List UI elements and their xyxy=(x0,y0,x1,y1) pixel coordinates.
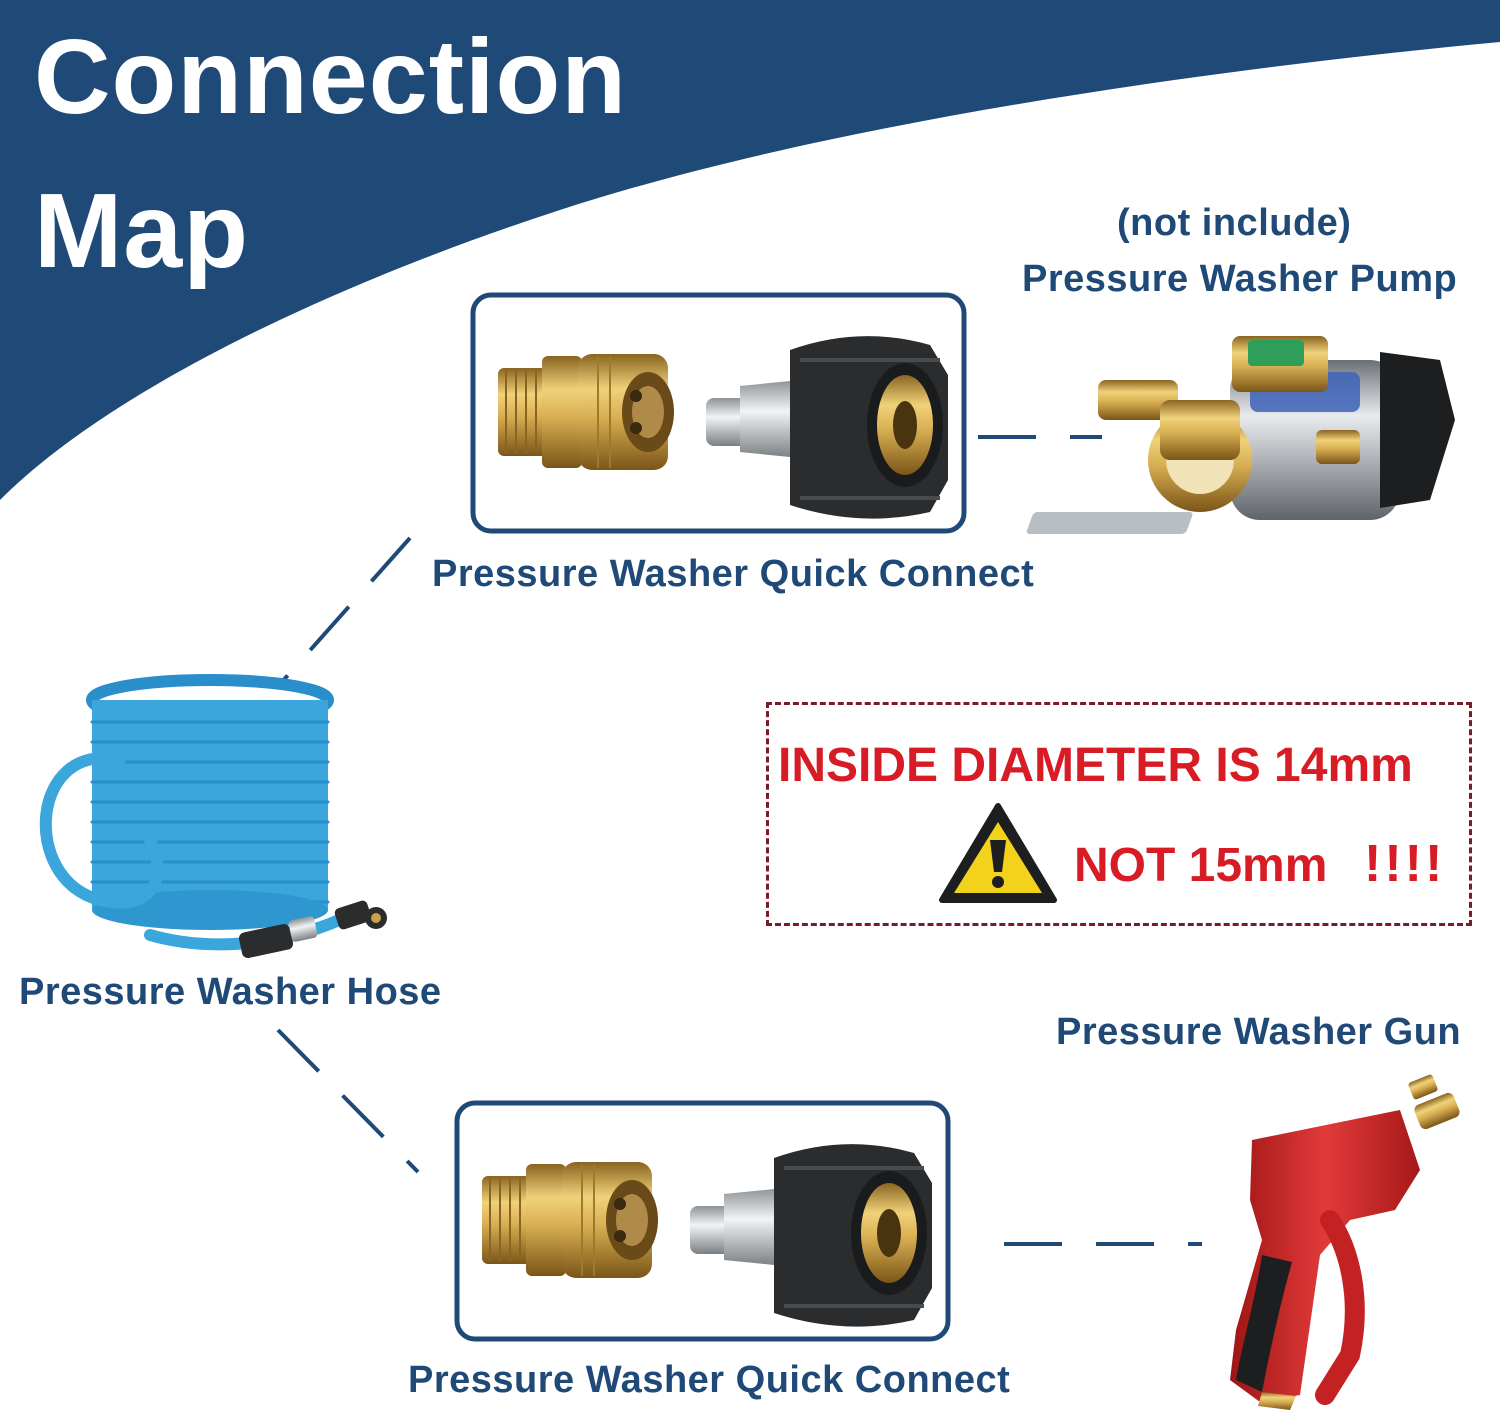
warning-triangle-icon xyxy=(939,803,1057,903)
pump-icon xyxy=(1026,336,1455,534)
hose-label: Pressure Washer Hose xyxy=(19,971,442,1013)
quick-connect-top-box xyxy=(470,292,967,534)
title-line-1: Connection xyxy=(34,18,627,136)
brass-coupler-icon xyxy=(482,1162,658,1278)
warning-exclaim: !!!! xyxy=(1364,835,1446,893)
warning-line-2: NOT 15mm xyxy=(1074,839,1328,892)
quick-connect-top-label: Pressure Washer Quick Connect xyxy=(432,553,1035,595)
header-banner xyxy=(0,0,1500,500)
steel-plug-icon xyxy=(690,1188,784,1266)
pump-label: Pressure Washer Pump xyxy=(1022,258,1458,300)
quick-connect-bottom-box xyxy=(454,1100,951,1342)
pump-note-label: (not include) xyxy=(1117,202,1352,244)
connector-hose-to-bottom xyxy=(276,1028,420,1174)
connector-hose-to-top xyxy=(278,536,412,686)
warning-box xyxy=(766,702,1472,926)
brass-coupler-icon xyxy=(498,354,674,470)
gun-label: Pressure Washer Gun xyxy=(1056,1011,1462,1053)
steel-plug-icon xyxy=(706,380,800,458)
warning-line-1: INSIDE DIAMETER IS 14mm xyxy=(778,739,1413,792)
black-adapter-icon xyxy=(790,336,948,519)
title-line-2: Map xyxy=(34,172,249,290)
spray-gun-icon xyxy=(1230,1074,1460,1410)
connector-lines xyxy=(276,435,1202,1246)
black-adapter-icon xyxy=(774,1144,932,1327)
quick-connect-bottom-label: Pressure Washer Quick Connect xyxy=(408,1359,1011,1401)
hose-coil-icon xyxy=(39,674,387,959)
